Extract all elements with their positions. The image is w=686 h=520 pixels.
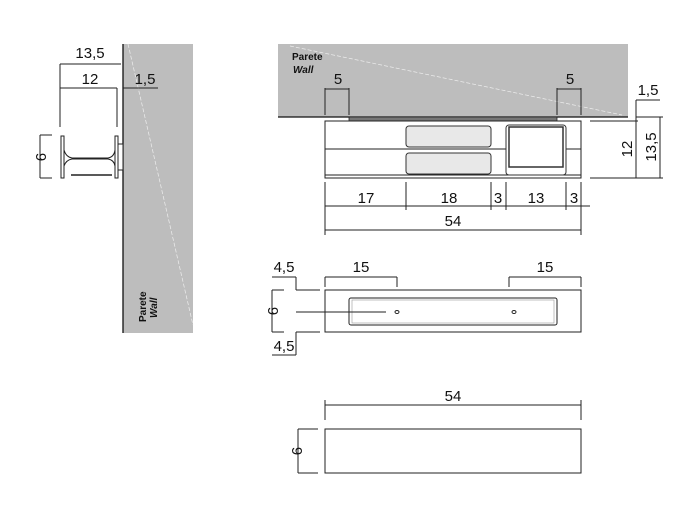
dim-front-width: 54	[445, 388, 462, 405]
dim-plate: 1,5	[135, 71, 156, 88]
dim-bottom-margin: 4,5	[274, 338, 295, 355]
dim-top-margin: 4,5	[274, 259, 295, 276]
wall-label-it: Parete	[138, 291, 149, 322]
wall-label-en-top: Wall	[293, 65, 314, 76]
front-outline	[324, 428, 582, 474]
dim-segment-2: 18	[441, 190, 458, 207]
dim-total-width: 54	[445, 213, 462, 230]
dim-left-hole: 15	[353, 259, 370, 276]
dim-plate-height: 9	[264, 307, 281, 315]
dim-left-inset: 5	[334, 71, 342, 88]
dim-overall-depth: 13,5	[75, 45, 104, 62]
dim-segment-5: 3	[570, 190, 578, 207]
dim-segment-4: 13	[528, 190, 545, 207]
dim-top-depth: 12	[619, 141, 636, 158]
wall-label-it-top: Parete	[292, 52, 323, 63]
mounting-plate	[348, 116, 558, 122]
dim-profile-depth: 12	[82, 71, 99, 88]
top-view: Parete Wall 5 5 1,5 12 13,5	[278, 44, 663, 235]
dim-right-inset: 5	[566, 71, 574, 88]
panel-lower	[405, 152, 492, 175]
profile-section	[60, 135, 124, 179]
dim-segment-3: 3	[494, 190, 502, 207]
wall-label-en: Wall	[149, 297, 160, 318]
dim-right-hole: 15	[537, 259, 554, 276]
wall-section	[123, 44, 193, 333]
hole-left	[394, 310, 400, 314]
dim-segment-1: 17	[358, 190, 375, 207]
dim-front-height: 9	[288, 447, 305, 455]
front-view: 54 9	[288, 388, 582, 474]
square-compartment	[505, 124, 567, 176]
plate-view: 4,5 4,5 9 15 15	[264, 259, 582, 356]
panel-upper	[405, 125, 492, 148]
side-view: Parete Wall 13,5 12 1,5 9	[32, 43, 194, 333]
wall-plan	[278, 44, 628, 117]
hole-right	[511, 310, 517, 314]
dim-top-overall-depth: 13,5	[643, 132, 660, 161]
dim-top-plate: 1,5	[638, 82, 659, 99]
dim-height: 9	[32, 153, 49, 161]
